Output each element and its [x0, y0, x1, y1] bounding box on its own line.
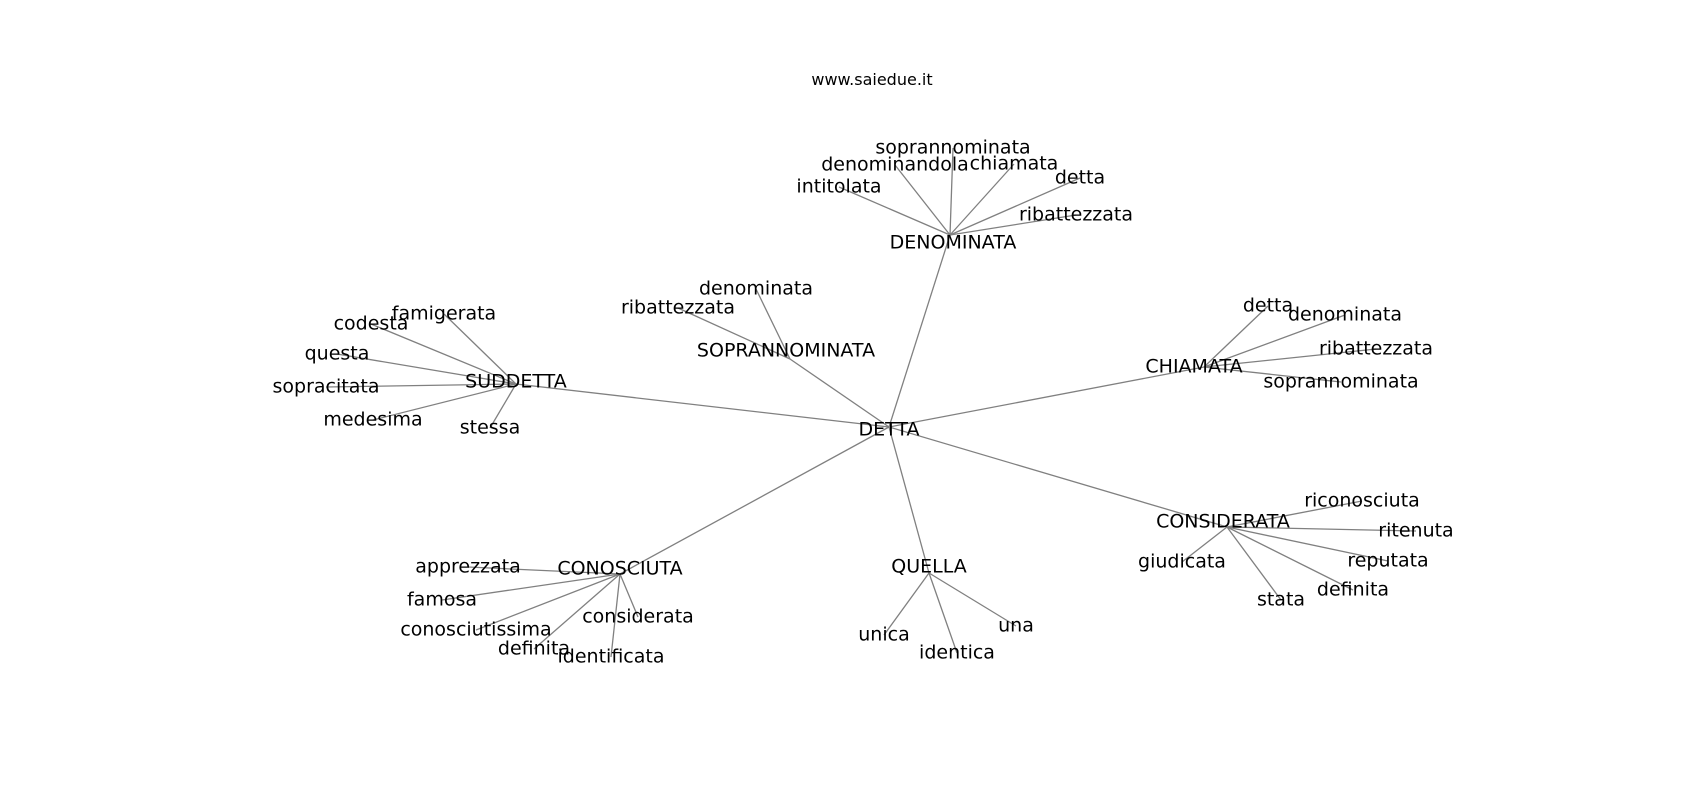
edge-denominata_h-den_detta — [949, 177, 1081, 236]
node-label-den-detta: detta — [1055, 167, 1105, 189]
edge-conosciuta_h-cos_identificata — [610, 573, 621, 658]
edge-suddetta_h-sud_medesima — [372, 383, 517, 421]
page-title: www.saiedue.it — [811, 70, 933, 89]
node-label-chi-detta: detta — [1243, 295, 1293, 317]
node-label-den-intitolata: intitolata — [796, 176, 881, 198]
node-label-cos-considerata: considerata — [582, 606, 694, 628]
node-label-sud-questa: questa — [305, 343, 370, 365]
node-label-chiamata-h: CHIAMATA — [1145, 356, 1242, 378]
edge-detta_c-soprannominata_h — [789, 358, 890, 428]
node-label-que-identica: identica — [919, 642, 995, 664]
node-label-con-giudicata: giudicata — [1138, 551, 1226, 573]
node-label-sud-codesta: codesta — [334, 313, 409, 335]
edge-denominata_h-den_ribattezzata — [949, 214, 1077, 236]
node-label-sop-ribattezzata: ribattezzata — [621, 297, 735, 319]
edge-chiamata_h-chi_detta — [1203, 305, 1269, 368]
edge-considerata_h-con_giudicata — [1181, 526, 1228, 563]
edge-suddetta_h-sud_famigerata — [443, 313, 517, 385]
edge-quella_h-que_una — [928, 572, 1017, 627]
node-label-con-reputata: reputata — [1347, 550, 1428, 572]
node-label-chi-denominata: denominata — [1288, 304, 1402, 326]
edge-conosciuta_h-cos_apprezzata — [467, 566, 621, 575]
node-label-con-ritenuta: ritenuta — [1378, 520, 1453, 542]
node-label-soprannominata-h: SOPRANNOMINATA — [697, 340, 875, 362]
node-label-cos-definita: definita — [498, 638, 570, 660]
edge-suddetta_h-sud_stessa — [489, 383, 517, 429]
node-label-cos-famosa: famosa — [407, 589, 477, 611]
edge-chiamata_h-chi_denominata — [1203, 314, 1346, 368]
edge-considerata_h-con_stata — [1226, 526, 1282, 601]
node-label-que-unica: unica — [858, 624, 909, 646]
edge-conosciuta_h-cos_conosciutissima — [475, 573, 621, 631]
node-label-den-sopr: soprannominata — [875, 137, 1030, 159]
edge-detta_c-conosciuta_h — [619, 426, 890, 575]
node-label-den-denominandola: denominandola — [821, 154, 969, 176]
node-label-chi-ribattezzata: ribattezzata — [1319, 338, 1433, 360]
node-label-cos-identificata: identificata — [558, 646, 665, 668]
edge-denominata_h-den_sopr — [949, 147, 954, 236]
edge-denominata_h-den_denominandola — [894, 164, 951, 236]
edge-considerata_h-con_ritenuta — [1226, 526, 1417, 532]
edge-detta_c-chiamata_h — [888, 366, 1205, 428]
edge-quella_h-que_identica — [928, 572, 958, 654]
edge-conosciuta_h-cos_considerata — [619, 573, 639, 618]
edge-quella_h-que_unica — [883, 572, 930, 636]
edge-considerata_h-con_definita — [1226, 526, 1354, 591]
edge-suddetta_h-sud_codesta — [370, 323, 517, 385]
node-label-sop-denominata: denominata — [699, 278, 813, 300]
node-label-sud-stessa: stessa — [460, 417, 520, 439]
node-label-detta-c: DETTA — [858, 419, 919, 441]
graph-edges — [325, 147, 1417, 658]
edge-suddetta_h-sud_questa — [336, 353, 517, 385]
edge-denominata_h-den_chiamata — [949, 163, 1015, 236]
edge-denominata_h-den_intitolata — [838, 186, 951, 236]
node-label-sud-medesima: medesima — [323, 409, 422, 431]
node-label-con-riconosciuta: riconosciuta — [1304, 490, 1420, 512]
node-label-conosciuta-h: CONOSCIUTA — [557, 558, 682, 580]
node-label-den-ribattezzata: ribattezzata — [1019, 204, 1133, 226]
edge-chiamata_h-chi_ribattezzata — [1203, 348, 1377, 368]
edge-conosciuta_h-cos_definita — [533, 573, 621, 650]
edge-soprannominata_h-sop_ribattezzata — [677, 307, 791, 360]
node-label-que-una: una — [998, 615, 1034, 637]
node-label-con-definita: definita — [1317, 579, 1389, 601]
edge-suddetta_h-sud_sopracitata — [325, 383, 517, 388]
edge-considerata_h-con_reputata — [1226, 526, 1389, 562]
node-label-cos-apprezzata: apprezzata — [415, 556, 521, 578]
edge-conosciuta_h-cos_famosa — [441, 573, 621, 601]
edge-chiamata_h-chi_sopr — [1203, 366, 1342, 383]
edge-detta_c-suddetta_h — [515, 383, 890, 428]
edge-considerata_h-con_riconosciuta — [1226, 500, 1363, 528]
edge-detta_c-quella_h — [888, 426, 930, 574]
node-label-suddetta-h: SUDDETTA — [465, 371, 567, 393]
node-label-denominata-h: DENOMINATA — [890, 232, 1017, 254]
node-label-chi-sopr: soprannominata — [1263, 371, 1418, 393]
edge-detta_c-denominata_h — [888, 234, 951, 428]
node-label-quella-h: QUELLA — [891, 556, 966, 578]
edge-soprannominata_h-sop_denominata — [755, 288, 791, 360]
node-label-con-stata: stata — [1257, 589, 1305, 611]
node-label-sud-sopracitata: sopracitata — [273, 376, 380, 398]
node-label-considerata-h: CONSIDERATA — [1156, 511, 1290, 533]
node-label-sud-famigerata: famigerata — [392, 303, 496, 325]
edge-detta_c-considerata_h — [888, 426, 1228, 528]
node-label-cos-conosciutissima: conosciutissima — [400, 619, 551, 641]
graph-labels: DETTA DENOMINATA SOPRANNOMINATA SUDDETTA CHI… — [273, 137, 1454, 668]
node-label-den-chiamata: chiamata — [970, 153, 1059, 175]
